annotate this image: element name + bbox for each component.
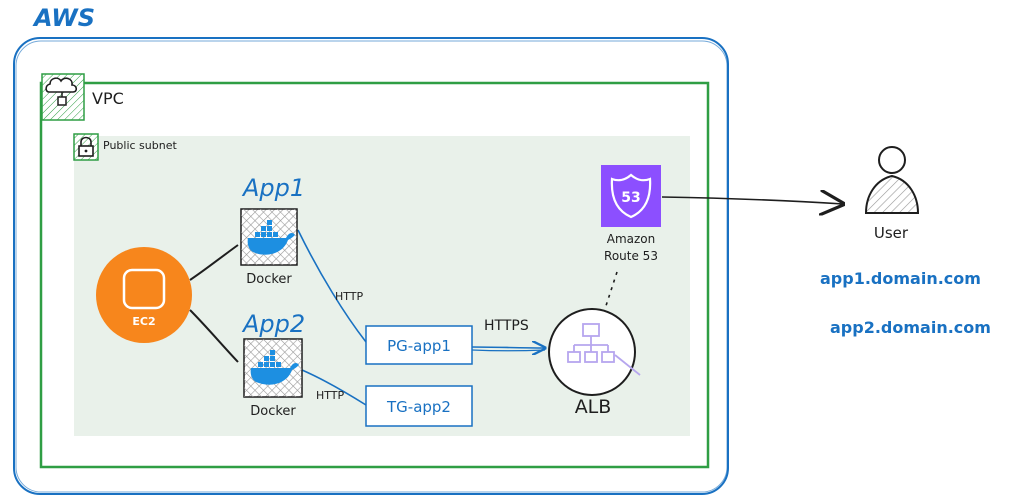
target-group-app2: TG-app2 <box>365 385 473 427</box>
https-edge-label: HTTPS <box>484 318 529 334</box>
domain-app1: app1.domain.com <box>820 269 981 288</box>
target-group-app1-label: PG-app1 <box>387 337 451 355</box>
connectors <box>189 197 843 406</box>
vpc-cloud-icon <box>41 73 85 121</box>
route53-node: 53 Amazon Route 53 <box>601 165 661 263</box>
user-label: User <box>874 224 909 242</box>
app1-runtime-label: Docker <box>246 272 292 287</box>
app2-node: App2 Docker <box>241 310 305 419</box>
route53-badge: 53 <box>621 190 640 206</box>
lock-icon <box>73 133 99 161</box>
aws-cloud-group: AWS <box>13 4 729 495</box>
subnet-label: Public subnet <box>103 139 177 152</box>
route53-label-line2: Route 53 <box>604 249 658 263</box>
load-balancer-icon <box>567 323 641 376</box>
docker-icon <box>247 220 295 255</box>
ec2-chip-icon <box>122 268 166 310</box>
user-node: User <box>864 146 920 242</box>
vpc-label: VPC <box>92 89 124 108</box>
aws-label: AWS <box>32 4 95 32</box>
docker-icon <box>250 350 299 385</box>
app1-title: App1 <box>241 174 305 202</box>
target-group-app2-label: TG-app2 <box>386 398 451 416</box>
app2-runtime-label: Docker <box>250 404 296 419</box>
http-edge-label-app1: HTTP <box>335 290 364 303</box>
app2-title: App2 <box>241 310 305 338</box>
alb-node: ALB <box>548 308 641 418</box>
domain-app2: app2.domain.com <box>830 318 991 337</box>
vpc-group: VPC <box>39 73 710 469</box>
http-edge-label-app2: HTTP <box>316 389 345 402</box>
route53-label-line1: Amazon <box>607 232 656 246</box>
user-icon <box>864 146 920 214</box>
alb-label: ALB <box>575 396 612 418</box>
route53-shield-icon: 53 <box>610 173 652 219</box>
ec2-node: EC2 <box>96 247 192 343</box>
target-group-app1: PG-app1 <box>365 325 473 365</box>
ec2-label: EC2 <box>132 315 155 328</box>
app1-node: App1 Docker <box>240 174 305 287</box>
